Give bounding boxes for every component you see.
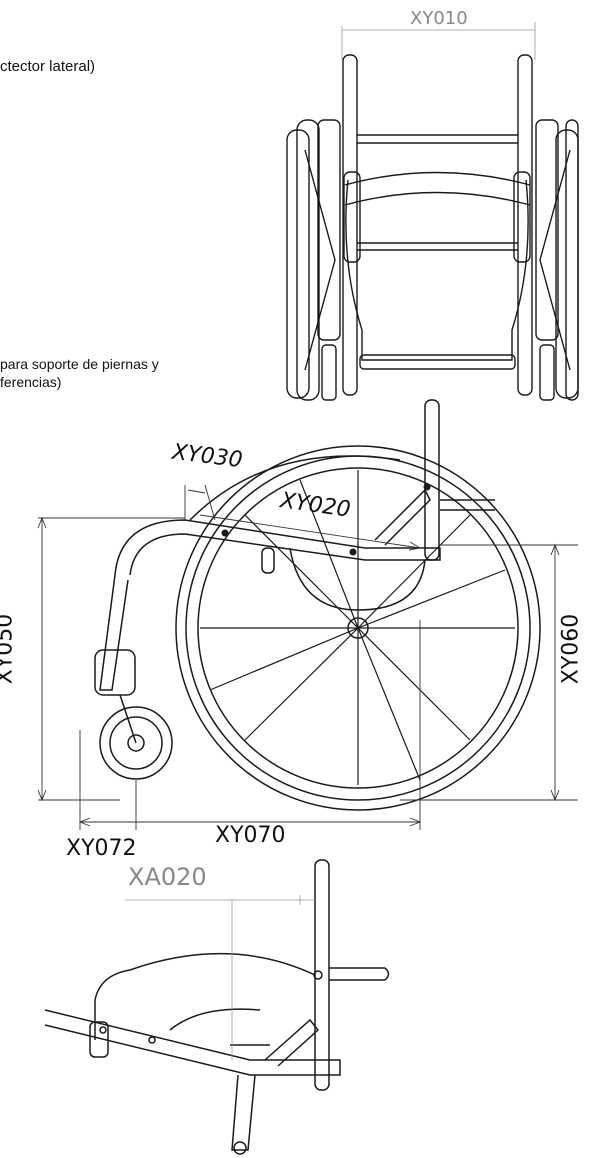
- dim-xy070: XY070: [215, 823, 286, 848]
- leg-support-note-line1: para soporte de piernas y: [0, 356, 159, 372]
- dim-xa020: XA020: [128, 863, 207, 891]
- dim-xy010: XY010: [410, 8, 468, 29]
- dim-xy072: XY072: [66, 836, 137, 861]
- side-protector-note: ctector lateral): [0, 58, 96, 75]
- leg-support-note-line2: ferencias): [0, 374, 62, 390]
